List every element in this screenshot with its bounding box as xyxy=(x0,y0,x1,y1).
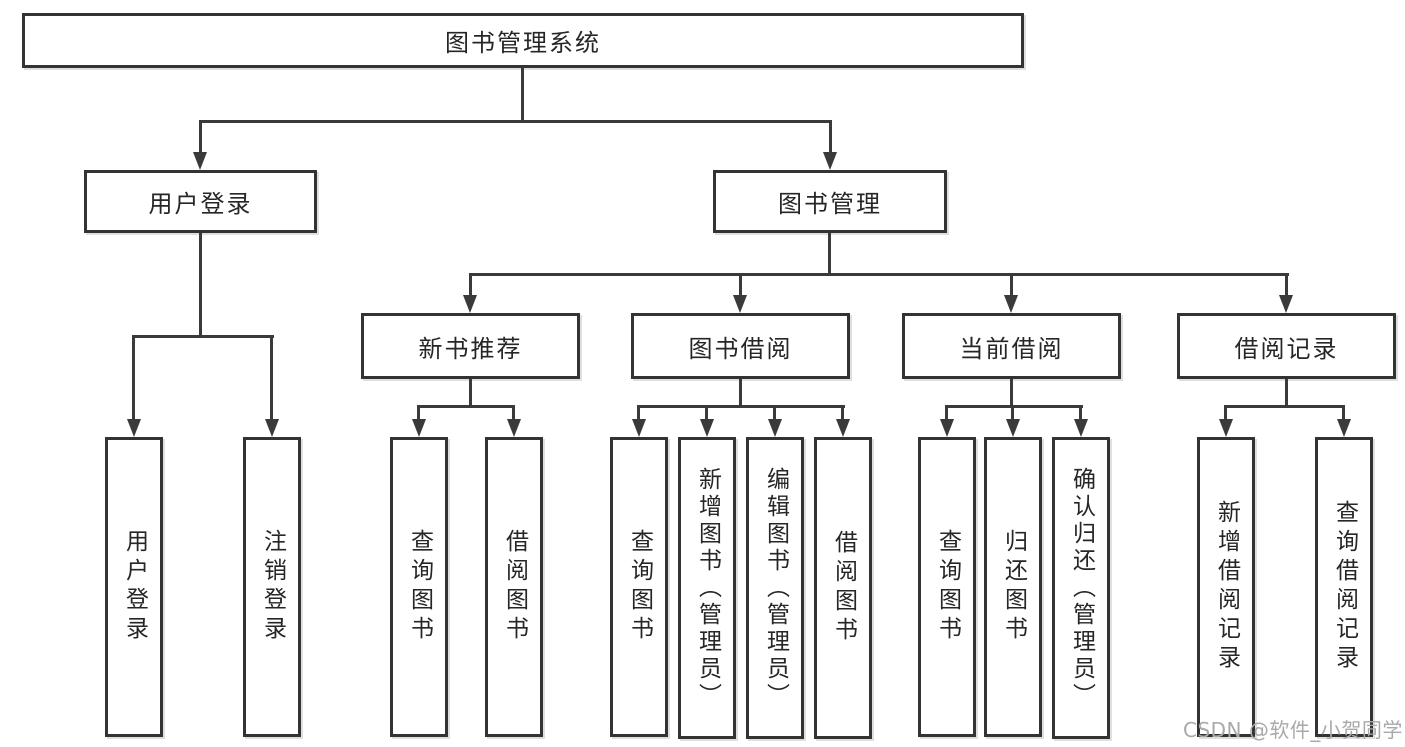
leaf-add-book-admin-label: 新增图书（管理员） xyxy=(694,466,721,710)
connector-bookmgmt-shaft-2 xyxy=(739,273,742,297)
connector-borrowrecords-shaft-1 xyxy=(1224,405,1227,421)
connector-bookborrow-shaft-3 xyxy=(773,405,776,421)
node-book-borrow-label: 图书借阅 xyxy=(688,334,793,363)
node-root-label: 图书管理系统 xyxy=(445,29,601,57)
leaf-query-book-2-label: 查询图书 xyxy=(626,529,653,645)
arrow-down-icon xyxy=(507,419,521,437)
leaf-query-borrow-record-label: 查询借阅记录 xyxy=(1331,500,1358,674)
node-borrow-records: 借阅记录 xyxy=(1177,313,1396,379)
leaf-query-borrow-record: 查询借阅记录 xyxy=(1315,437,1373,737)
arrow-down-icon xyxy=(1074,419,1088,437)
leaf-edit-book-admin: 编辑图书（管理员） xyxy=(746,437,804,739)
connector-currentborrow-hline xyxy=(945,405,1083,408)
connector-userlogin-stem xyxy=(199,233,202,337)
arrow-down-icon xyxy=(768,419,782,437)
connector-bookborrow-shaft-4 xyxy=(841,405,844,421)
leaf-logout-login: 注销登录 xyxy=(243,437,301,737)
arrow-down-icon xyxy=(1279,295,1293,313)
connector-bookborrow-shaft-2 xyxy=(705,405,708,421)
arrow-down-icon xyxy=(127,419,141,437)
leaf-return-book-label: 归还图书 xyxy=(1000,529,1027,645)
leaf-borrow-book-2-label: 借阅图书 xyxy=(830,530,857,646)
arrow-down-icon xyxy=(1219,419,1233,437)
leaf-query-book-1: 查询图书 xyxy=(390,437,448,737)
connector-newbook-shaft-2 xyxy=(512,405,515,421)
connector-bookmgmt-shaft-4 xyxy=(1285,273,1288,297)
leaf-return-book: 归还图书 xyxy=(984,437,1042,737)
node-root: 图书管理系统 xyxy=(22,13,1024,68)
leaf-borrow-book-2: 借阅图书 xyxy=(814,437,872,739)
node-borrow-records-label: 借阅记录 xyxy=(1234,334,1339,363)
connector-borrowrecords-hline xyxy=(1224,405,1345,408)
node-book-management: 图书管理 xyxy=(713,170,947,233)
connector-root-shaft-left xyxy=(199,120,202,156)
leaf-query-book-3-label: 查询图书 xyxy=(934,529,961,645)
node-current-borrow-label: 当前借阅 xyxy=(959,334,1064,363)
connector-newbook-shaft-1 xyxy=(417,405,420,421)
connector-userlogin-hline xyxy=(132,335,274,338)
arrow-down-icon xyxy=(1337,419,1351,437)
arrow-down-icon xyxy=(940,419,954,437)
arrow-down-icon xyxy=(193,152,207,170)
leaf-add-borrow-record: 新增借阅记录 xyxy=(1197,437,1255,737)
connector-bookborrow-hline xyxy=(637,405,845,408)
connector-bookmgmt-hline xyxy=(469,273,1289,276)
arrow-down-icon xyxy=(1006,419,1020,437)
connector-root-hline xyxy=(199,120,832,123)
leaf-query-book-1-label: 查询图书 xyxy=(406,529,433,645)
leaf-logout-login-label: 注销登录 xyxy=(259,529,286,645)
connector-currentborrow-shaft-1 xyxy=(945,405,948,421)
leaf-user-login: 用户登录 xyxy=(105,437,163,737)
leaf-edit-book-admin-label: 编辑图书（管理员） xyxy=(762,466,789,710)
leaf-confirm-return-admin: 确认归还（管理员） xyxy=(1052,437,1110,739)
connector-borrowrecords-shaft-2 xyxy=(1342,405,1345,421)
node-book-borrow: 图书借阅 xyxy=(631,313,850,379)
connector-borrowrecords-stem xyxy=(1285,379,1288,408)
node-new-book-recommend-label: 新书推荐 xyxy=(418,334,523,363)
connector-currentborrow-shaft-3 xyxy=(1079,405,1082,421)
leaf-add-borrow-record-label: 新增借阅记录 xyxy=(1213,500,1240,674)
node-book-management-label: 图书管理 xyxy=(778,190,882,218)
connector-newbook-hline xyxy=(417,405,515,408)
leaf-add-book-admin: 新增图书（管理员） xyxy=(678,437,736,739)
leaf-confirm-return-admin-label: 确认归还（管理员） xyxy=(1068,466,1095,710)
connector-userlogin-shaft-2 xyxy=(270,335,273,421)
connector-bookmgmt-shaft-3 xyxy=(1010,273,1013,297)
connector-userlogin-shaft-1 xyxy=(132,335,135,421)
node-user-login: 用户登录 xyxy=(84,170,317,233)
leaf-user-login-label: 用户登录 xyxy=(121,529,148,645)
connector-bookmgmt-shaft-1 xyxy=(469,273,472,297)
leaf-query-book-3: 查询图书 xyxy=(918,437,976,737)
connector-newbook-stem xyxy=(469,379,472,408)
arrow-down-icon xyxy=(700,419,714,437)
leaf-borrow-book-1: 借阅图书 xyxy=(485,437,543,737)
node-user-login-label: 用户登录 xyxy=(148,190,253,218)
connector-bookmgmt-stem xyxy=(828,233,831,276)
arrow-down-icon xyxy=(632,419,646,437)
arrow-down-icon xyxy=(733,295,747,313)
arrow-down-icon xyxy=(1004,295,1018,313)
node-current-borrow: 当前借阅 xyxy=(902,313,1121,379)
connector-bookborrow-stem xyxy=(739,379,742,408)
arrow-down-icon xyxy=(265,419,279,437)
connector-bookborrow-shaft-1 xyxy=(637,405,640,421)
arrow-down-icon xyxy=(836,419,850,437)
connector-currentborrow-shaft-2 xyxy=(1011,405,1014,421)
leaf-borrow-book-1-label: 借阅图书 xyxy=(501,529,528,645)
csdn-watermark: CSDN @软件_小贺同学 xyxy=(1183,718,1403,742)
connector-root-shaft-right xyxy=(829,120,832,156)
arrow-down-icon xyxy=(463,295,477,313)
leaf-query-book-2: 查询图书 xyxy=(610,437,668,737)
arrow-down-icon xyxy=(412,419,426,437)
connector-currentborrow-stem xyxy=(1010,379,1013,408)
connector-root-stem xyxy=(521,68,524,123)
node-new-book-recommend: 新书推荐 xyxy=(361,313,580,379)
arrow-down-icon xyxy=(823,152,837,170)
